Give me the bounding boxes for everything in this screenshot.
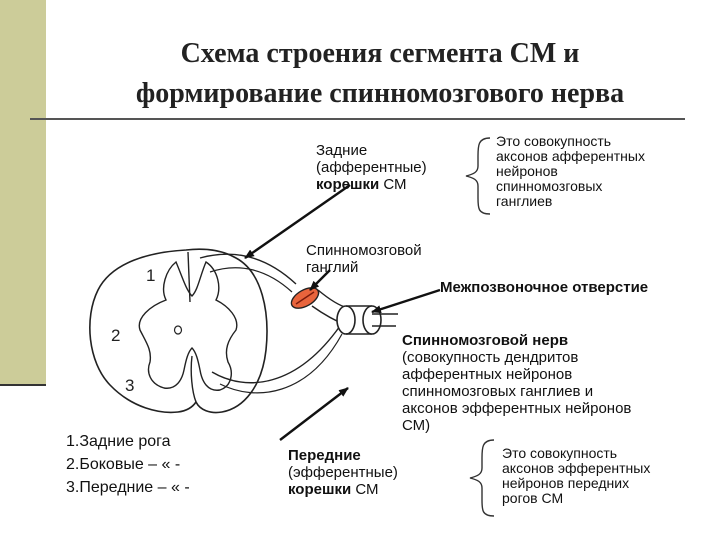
ventral-note-line: нейронов передних	[502, 475, 630, 491]
spinal-nerve-line: афферентных нейронов	[402, 366, 573, 383]
anterior-median-fissure	[190, 355, 197, 403]
foramen-ring-back	[336, 305, 356, 335]
dorsal-roots-line-3: корешки СМ	[316, 176, 427, 193]
horn-number-1: 1	[146, 266, 156, 285]
brace-dorsal	[465, 137, 491, 215]
dorsal-roots-note: Это совокупность аксонов афферентных ней…	[496, 134, 645, 209]
spinal-nerve-title: Спинномозговой нерв	[402, 332, 569, 349]
dorsal-root-inner	[209, 267, 293, 293]
ganglion-neuron-mark	[295, 291, 315, 305]
ventral-note-line: рогов СМ	[502, 490, 564, 506]
title-line-2: формирование спинномозгового нерва	[135, 78, 625, 109]
ventral-root	[211, 325, 341, 384]
ganglion-line-1: Спинномозговой	[306, 242, 422, 259]
accent-bar	[0, 0, 46, 384]
ventral-roots-bold: корешки	[288, 481, 352, 498]
spinal-nerve-label: Спинномозговой нерв (совокупность дендри…	[402, 332, 631, 434]
legend-item: 1.Задние рога	[66, 433, 171, 450]
ventral-roots-note: Это совокупность аксонов эфферентных ней…	[502, 446, 650, 506]
spinal-cord-outline	[89, 248, 268, 414]
dorsal-roots-line-2: (афферентные)	[316, 159, 427, 176]
ventral-roots-rest: СМ	[351, 481, 379, 498]
ganglion-label: Спинномозговой ганглий	[306, 242, 422, 276]
ganglion-line-2: ганглий	[306, 259, 359, 276]
ventral-roots-line-1: Передние	[288, 447, 361, 464]
horn-legend: 1.Задние рога 2.Боковые – « - 3.Передние…	[66, 430, 190, 499]
legend-item: 2.Боковые – « -	[66, 456, 181, 473]
spinal-nerve-line: СМ)	[402, 417, 431, 434]
arrow-ventral-roots	[279, 387, 349, 441]
title-line-1: Схема строения сегмента СМ и	[180, 38, 580, 69]
spinal-nerve-line: спинномозговых ганглиев и	[402, 383, 594, 400]
legend-item: 3.Передние – « -	[66, 479, 190, 496]
posterior-median-sulcus	[187, 251, 191, 303]
title-divider	[30, 118, 685, 120]
dorsal-roots-bold: корешки	[316, 176, 380, 193]
horn-number-2: 2	[111, 326, 121, 345]
ventral-roots-line-2: (эфферентные)	[288, 464, 398, 481]
nerve-upper	[317, 289, 349, 309]
arrow-ganglion	[309, 269, 331, 291]
arrow-dorsal-roots	[244, 184, 351, 259]
foramen-label: Межпозвоночное отверстие	[440, 279, 649, 296]
spinal-nerve-trunk	[372, 313, 398, 327]
ventral-roots-label: Передние (эфферентные) корешки СМ	[288, 447, 398, 498]
central-canal	[173, 325, 183, 335]
ventral-note-line: Это совокупность	[502, 445, 618, 461]
spinal-nerve-line: аксонов эфферентных нейронов	[402, 400, 632, 417]
accent-bar-underline	[0, 384, 46, 386]
ventral-roots-line-3: корешки СМ	[288, 481, 398, 498]
horn-number-3: 3	[125, 376, 135, 395]
foramen-tube	[346, 305, 372, 335]
ventral-note-line: аксонов эфферентных	[502, 460, 651, 476]
brace-ventral	[469, 439, 495, 517]
dorsal-roots-label: Задние (афферентные) корешки СМ	[316, 142, 427, 193]
dorsal-note-line: спинномозговых	[496, 178, 603, 194]
dorsal-note-line: аксонов афферентных	[496, 148, 645, 164]
dorsal-note-line: нейронов	[496, 163, 558, 179]
dorsal-note-line: Это совокупность	[496, 133, 612, 149]
spinal-nerve-line: (совокупность дендритов	[402, 349, 579, 366]
arrow-foramen	[371, 288, 441, 314]
dorsal-roots-line-1: Задние	[316, 142, 368, 159]
dorsal-note-line: ганглиев	[496, 193, 553, 209]
page-title: Схема строения сегмента СМ и формировани…	[60, 34, 700, 114]
ventral-root-inner	[219, 333, 343, 394]
dorsal-roots-rest: СМ	[379, 176, 407, 193]
